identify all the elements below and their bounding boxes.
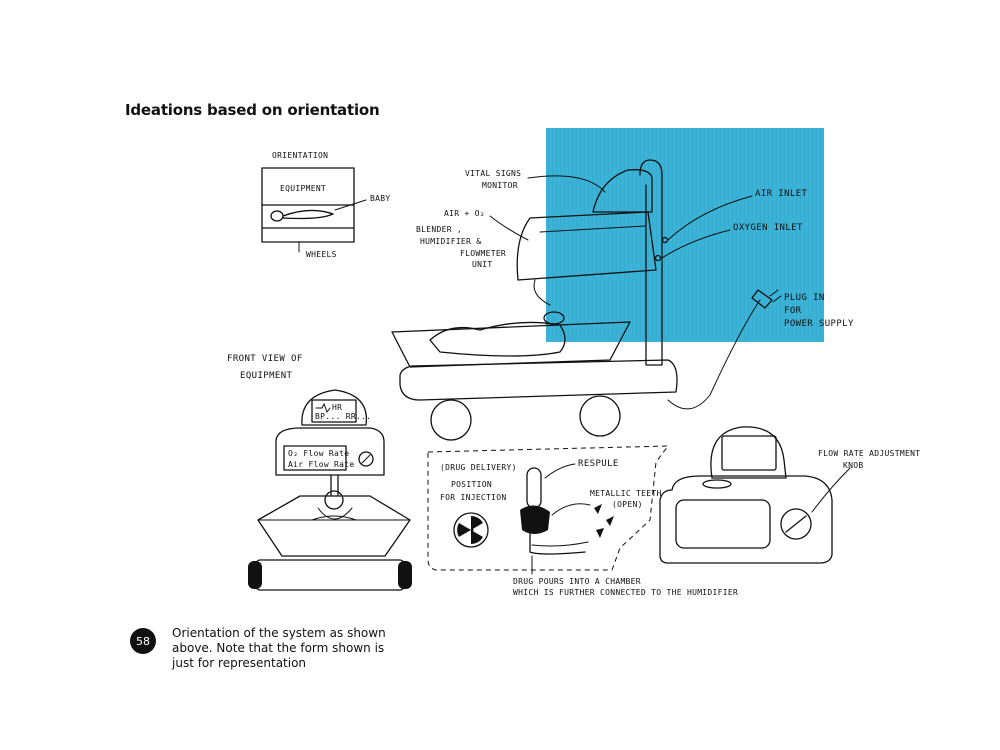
monitor-hr-text: HR	[332, 403, 342, 412]
humidifier-base-icon	[659, 475, 833, 564]
front-tray-icon	[257, 495, 411, 557]
drug-delivery-label: (DRUG DELIVERY)	[440, 463, 517, 472]
vital-signs-label-2: MONITOR	[482, 181, 518, 190]
metallic-teeth-icon	[606, 516, 614, 526]
orientation-diagram: ORIENTATION EQUIPMENT BABY WHEELS	[261, 151, 390, 259]
figure-caption: Orientation of the system as shown above…	[172, 626, 386, 670]
flow-rate-adjustment-label: FLOW RATE ADJUSTMENT	[818, 449, 920, 458]
monitor-bp-text: BP... RR...	[315, 412, 371, 421]
wheel-icon	[248, 561, 262, 589]
humidifier-top-icon	[710, 426, 787, 479]
air-o2-label: AIR + O₂	[444, 209, 485, 218]
orientation-wheels-label: WHEELS	[306, 250, 337, 259]
baby-tray-icon	[391, 321, 631, 368]
front-view-heading-2: EQUIPMENT	[240, 371, 293, 381]
page-number-badge: 58	[130, 628, 156, 654]
drug-delivery-callout: (DRUG DELIVERY) POSITION FOR INJECTION R…	[427, 445, 738, 597]
respule-label: RESPULE	[578, 459, 619, 469]
wheel-icon	[398, 561, 412, 589]
position-label: POSITION	[451, 480, 492, 489]
front-view-equipment: FRONT VIEW OF EQUIPMENT HR BP... RR... O…	[227, 354, 412, 591]
knob-label: KNOB	[843, 461, 863, 470]
plug-label-2: FOR	[784, 306, 802, 316]
power-plug-icon	[751, 289, 773, 309]
blender-label-4: UNIT	[472, 260, 492, 269]
wheel-icon	[430, 399, 472, 441]
wheel-icon	[579, 395, 621, 437]
front-base-icon	[255, 559, 405, 591]
humidifier-unit: FLOW RATE ADJUSTMENT KNOB	[659, 426, 920, 564]
chamber-icon	[520, 505, 550, 534]
radiation-icon	[453, 512, 489, 548]
humidifier-window-icon	[675, 499, 771, 549]
orientation-heading: ORIENTATION	[272, 151, 328, 160]
metallic-teeth-icon	[596, 528, 604, 538]
orientation-baby-label: BABY	[370, 194, 390, 203]
control-panel-icon	[275, 427, 385, 476]
teeth-open-label: (OPEN)	[612, 500, 643, 509]
monitor-icon	[301, 389, 368, 426]
page-title: Ideations based on orientation	[125, 101, 380, 119]
respule-icon	[526, 467, 542, 509]
plug-label-1: PLUG IN	[784, 293, 825, 303]
blender-unit-icon	[516, 211, 657, 281]
blender-label-3: FLOWMETER	[460, 249, 506, 258]
o2-flow-rate-text: O₂ Flow Rate	[288, 449, 349, 458]
metallic-teeth-label: METALLIC TEETH	[590, 489, 662, 498]
front-view-heading-1: FRONT VIEW OF	[227, 354, 303, 364]
flow-rate-knob-icon	[780, 508, 812, 540]
metallic-teeth-icon	[594, 504, 602, 514]
orientation-equipment-label: EQUIPMENT	[280, 184, 326, 193]
for-injection-label: FOR INJECTION	[440, 493, 507, 502]
blender-label-1: BLENDER ,	[416, 225, 462, 234]
blender-label-2: HUMIDIFIER &	[420, 237, 481, 246]
air-flow-rate-text: Air Flow Rate	[288, 460, 355, 469]
vital-signs-monitor-icon	[592, 169, 653, 213]
oxygen-inlet-label: OXYGEN INLET	[733, 223, 803, 233]
vital-signs-label: VITAL SIGNS	[465, 169, 521, 178]
knob-icon	[358, 451, 374, 467]
drug-pours-label-2: WHICH IS FURTHER CONNECTED TO THE HUMIDI…	[513, 588, 738, 597]
baby-icon	[429, 321, 566, 357]
plug-label-3: POWER SUPPLY	[784, 319, 854, 329]
air-inlet-label: AIR INLET	[755, 189, 808, 199]
side-view-equipment: VITAL SIGNS MONITOR AIR + O₂ BLENDER , H…	[391, 159, 854, 441]
cart-base-icon	[399, 359, 678, 401]
baby-head-icon	[270, 210, 284, 222]
drug-pours-label-1: DRUG POURS INTO A CHAMBER	[513, 577, 641, 586]
baby-front-icon	[324, 490, 344, 510]
